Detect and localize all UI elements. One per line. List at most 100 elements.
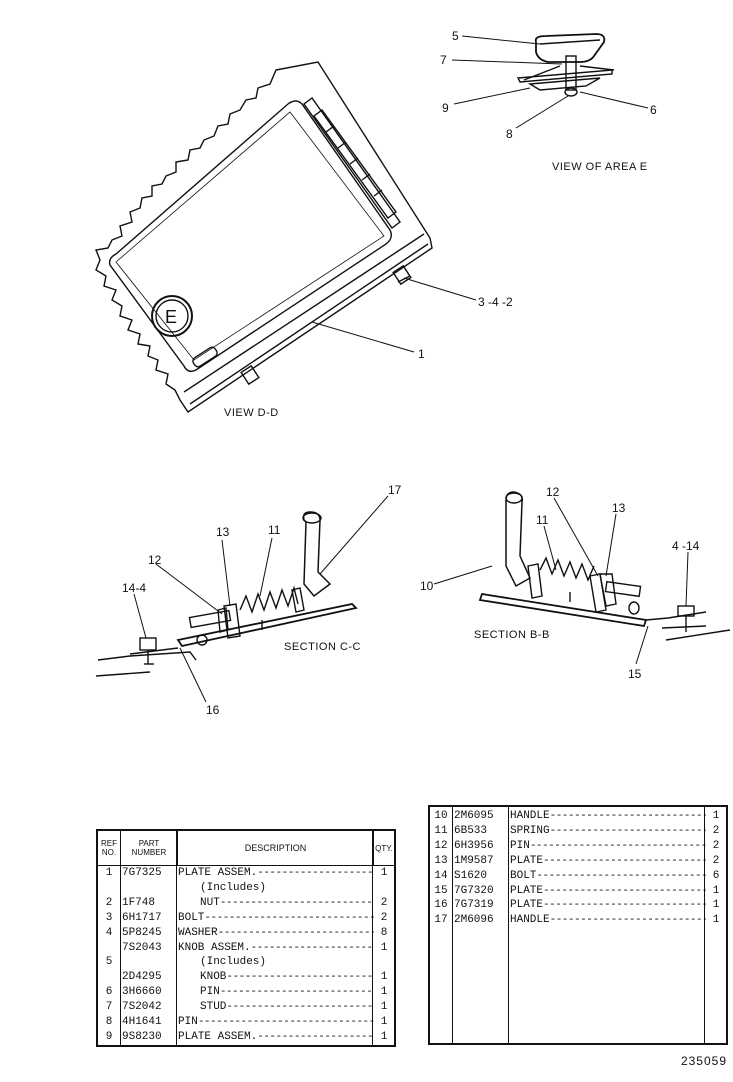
table-row: 5(Includes) [98,955,394,970]
qty-cell: 2 [712,824,720,837]
part-number-cell: 7G7325 [122,867,162,879]
description-text: PLATE [510,884,544,897]
ref-cell: 7 [105,1001,113,1014]
qty-cell: 1 [380,1001,388,1014]
leader-dots: ----------------------------------------… [549,914,706,927]
description-text: BOLT [510,869,537,882]
ref-cell: 12 [434,839,448,852]
ref-cell: 8 [105,1016,113,1029]
description-cell: KNOB ASSEM.-----------------------------… [178,941,374,956]
part-number-cell: S1620 [454,869,488,882]
table-row: 36H1717BOLT-----------------------------… [98,911,394,926]
description-text: PIN [510,839,530,852]
part-number-cell [120,881,178,896]
part-number-cell: 7G7320 [454,884,494,897]
leader-dots: ----------------------------------------… [529,839,706,852]
view-area-e-drawing [516,33,615,97]
part-number-cell: 6H3956 [454,839,494,852]
part-number-cell: 2M6096 [454,914,494,927]
description-text: STUD [200,1001,227,1014]
leader-dots: ----------------------------------------… [217,926,374,939]
description-cell: PLATE-----------------------------------… [510,898,706,913]
description-text: PLATE [510,899,544,912]
description-cell: BOLT------------------------------------… [178,911,374,926]
table-row: 84H1641PIN------------------------------… [98,1015,394,1030]
callout-16: 16 [206,703,220,717]
callout-3-4-2: 3 -4 -2 [478,295,513,309]
part-number-cell: 9S8230 [122,1030,162,1043]
callout-4-14: 4 -14 [672,539,700,553]
leader-dots: ----------------------------------------… [257,1030,374,1043]
ref-cell: 3 [105,911,113,924]
description-cell: (Includes) [178,881,374,896]
ref-cell: 13 [434,854,448,867]
qty-cell [374,955,394,970]
ref-cell: 4 [105,926,113,939]
description-cell: KNOB------------------------------------… [178,970,374,985]
description-cell: SPRING----------------------------------… [510,824,706,839]
description-cell: PLATE-----------------------------------… [510,884,706,899]
qty-cell: 1 [712,810,720,822]
ref-cell [98,881,120,896]
qty-cell: 2 [712,839,720,852]
leader-dots: ----------------------------------------… [197,1016,374,1029]
qty-cell: 1 [380,1030,388,1043]
description-text: KNOB [200,971,227,984]
qty-cell: 1 [380,941,388,954]
callout-11-cc: 11 [268,523,281,537]
leader-dots: ----------------------------------------… [543,899,706,912]
description-cell: PIN-------------------------------------… [510,839,706,854]
header-description: DESCRIPTION [178,831,374,865]
description-cell: (Includes) [178,955,374,970]
part-number-cell: 7S2042 [122,1001,162,1014]
header-qty: QTY. [375,843,393,853]
ref-cell: 6 [105,986,113,999]
part-number-cell: 5P8245 [122,926,162,939]
table-row: 116B533SPRING---------------------------… [430,824,726,839]
leader-dots: ----------------------------------------… [250,941,374,954]
leader-dots: ----------------------------------------… [536,869,706,882]
callout-15: 15 [628,667,642,681]
leader-dots: ----------------------------------------… [549,810,706,822]
ref-cell: 2 [105,896,113,909]
qty-cell: 1 [712,914,720,927]
description-text: PLATE [510,854,544,867]
part-number-cell: 3H6660 [122,986,162,999]
description-cell: HANDLE----------------------------------… [510,809,706,824]
callout-14-4: 14-4 [122,581,146,595]
part-number-cell: 1F748 [122,896,156,909]
qty-cell: 2 [380,896,388,909]
table-row: 1 7G7325 PLATE ASSEM.---------------------… [98,866,394,881]
table-header: REF NO. PART NUMBER DESCRIPTION QTY. [98,831,394,866]
description-text: WASHER [178,926,218,939]
qty-cell [374,881,394,896]
description-text: BOLT [178,911,205,924]
qty-cell: 1 [380,867,388,879]
leader-lines [133,35,689,703]
drawing-number: 235059 [680,1054,727,1068]
description-cell: PIN-------------------------------------… [178,1015,374,1030]
section-cc-drawing [95,511,358,677]
callout-13-bb: 13 [612,501,626,515]
leader-dots: ----------------------------------------… [226,1001,374,1014]
leader-dots: ----------------------------------------… [219,986,374,999]
description-cell: PLATE ASSEM.----------------------------… [178,866,374,881]
callout-13-cc: 13 [216,525,230,539]
qty-cell: 1 [380,971,388,984]
qty-cell: 2 [712,854,720,867]
callout-7: 7 [440,53,447,67]
view-dd-drawing [95,61,433,413]
table-row: 7 7S2042 STUD-----------------------------… [98,1000,394,1015]
part-number-cell: 6B533 [454,824,488,837]
ref-cell: 15 [434,884,448,897]
leader-dots: ----------------------------------------… [219,896,374,909]
leader-dots: ----------------------------------------… [257,867,374,879]
description-cell: BOLT------------------------------------… [510,869,706,884]
table-row: 12 6H3956 PIN-----------------------------… [430,839,726,854]
description-text: PLATE ASSEM. [178,867,258,879]
view-dd-caption: VIEW D-D [224,407,279,419]
